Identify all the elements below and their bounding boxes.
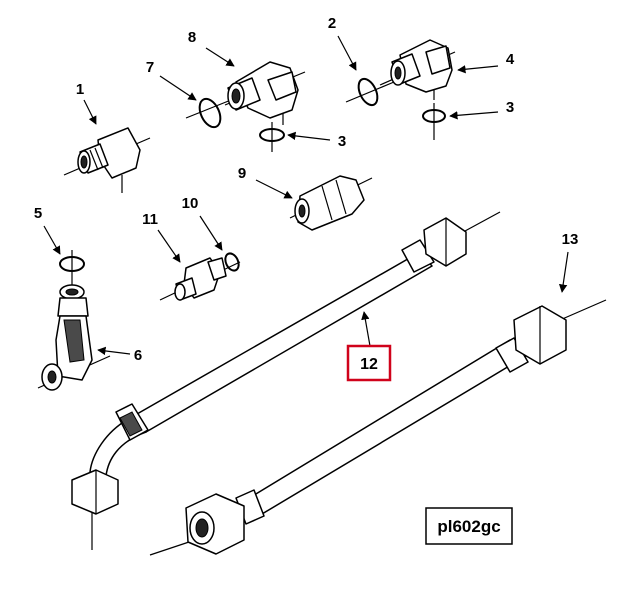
part-11-union-adapter	[159, 257, 241, 301]
part-1-straight-adapter	[63, 127, 151, 193]
callout-12: 12	[360, 356, 378, 373]
part-3-o-ring-right	[422, 103, 446, 140]
part-3-o-ring-left	[259, 122, 285, 152]
part-7-o-ring	[185, 97, 237, 129]
callout-9: 9	[238, 165, 246, 182]
part-2-o-ring	[345, 77, 395, 107]
callout-3-right: 3	[506, 99, 514, 116]
callout-2: 2	[328, 15, 336, 32]
callout-leaders	[43, 35, 569, 356]
part-6-offset-adapter	[37, 280, 111, 391]
callout-13: 13	[562, 231, 579, 248]
part-5-o-ring	[59, 250, 85, 280]
callout-3-left: 3	[338, 133, 346, 150]
reference-code-box: pl602gc	[425, 507, 513, 545]
callout-labels: 1 2 3 4 3 5 6 7 8 9 10 11 13 12	[34, 15, 579, 382]
callout-8: 8	[188, 29, 196, 46]
highlight-box-callout-12	[346, 344, 392, 382]
part-12-hose-bent	[71, 211, 501, 550]
callout-7: 7	[146, 59, 154, 76]
callout-11: 11	[142, 211, 158, 228]
callout-4: 4	[506, 51, 515, 68]
part-4-elbow-fitting	[379, 39, 456, 100]
reference-code: pl602gc	[437, 517, 500, 536]
callout-6: 6	[134, 347, 142, 364]
part-10-o-ring	[224, 252, 240, 272]
callout-5: 5	[34, 205, 42, 222]
callout-10: 10	[182, 195, 199, 212]
part-9-coupling	[289, 175, 373, 231]
part-13-hose-straight	[149, 299, 607, 556]
part-8-elbow-fitting	[224, 61, 306, 125]
callout-1: 1	[76, 81, 84, 98]
